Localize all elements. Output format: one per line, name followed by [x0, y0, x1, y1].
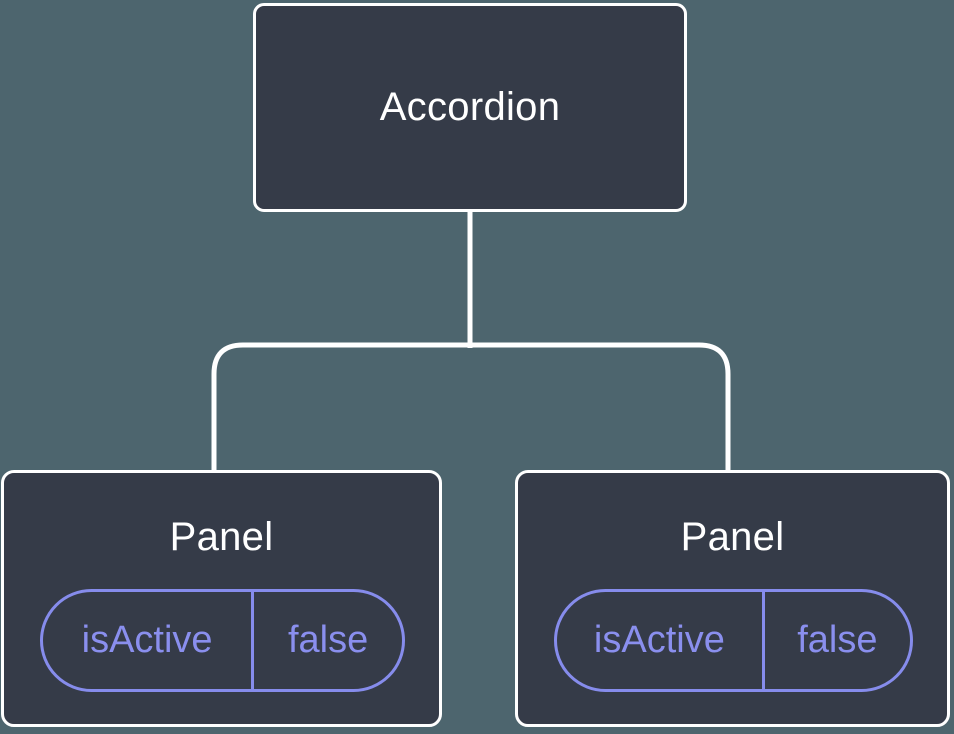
branch-bracket-line	[211, 342, 731, 472]
panel-2-prop-name: isActive	[557, 592, 765, 689]
node-panel-2: Panel isActive false	[515, 470, 950, 727]
panel-1-label: Panel	[169, 515, 274, 559]
accordion-label: Accordion	[379, 85, 561, 129]
panel-1-prop-name: isActive	[43, 592, 255, 689]
panel-2-state-pill: isActive false	[554, 589, 913, 692]
panel-1-prop-value: false	[287, 619, 369, 661]
panel-1-state-pill: isActive false	[40, 589, 405, 692]
panel-2-prop-value: false	[797, 619, 878, 661]
node-panel-1: Panel isActive false	[1, 470, 442, 727]
panel-2-label: Panel	[680, 515, 785, 559]
node-accordion: Accordion	[253, 3, 687, 212]
